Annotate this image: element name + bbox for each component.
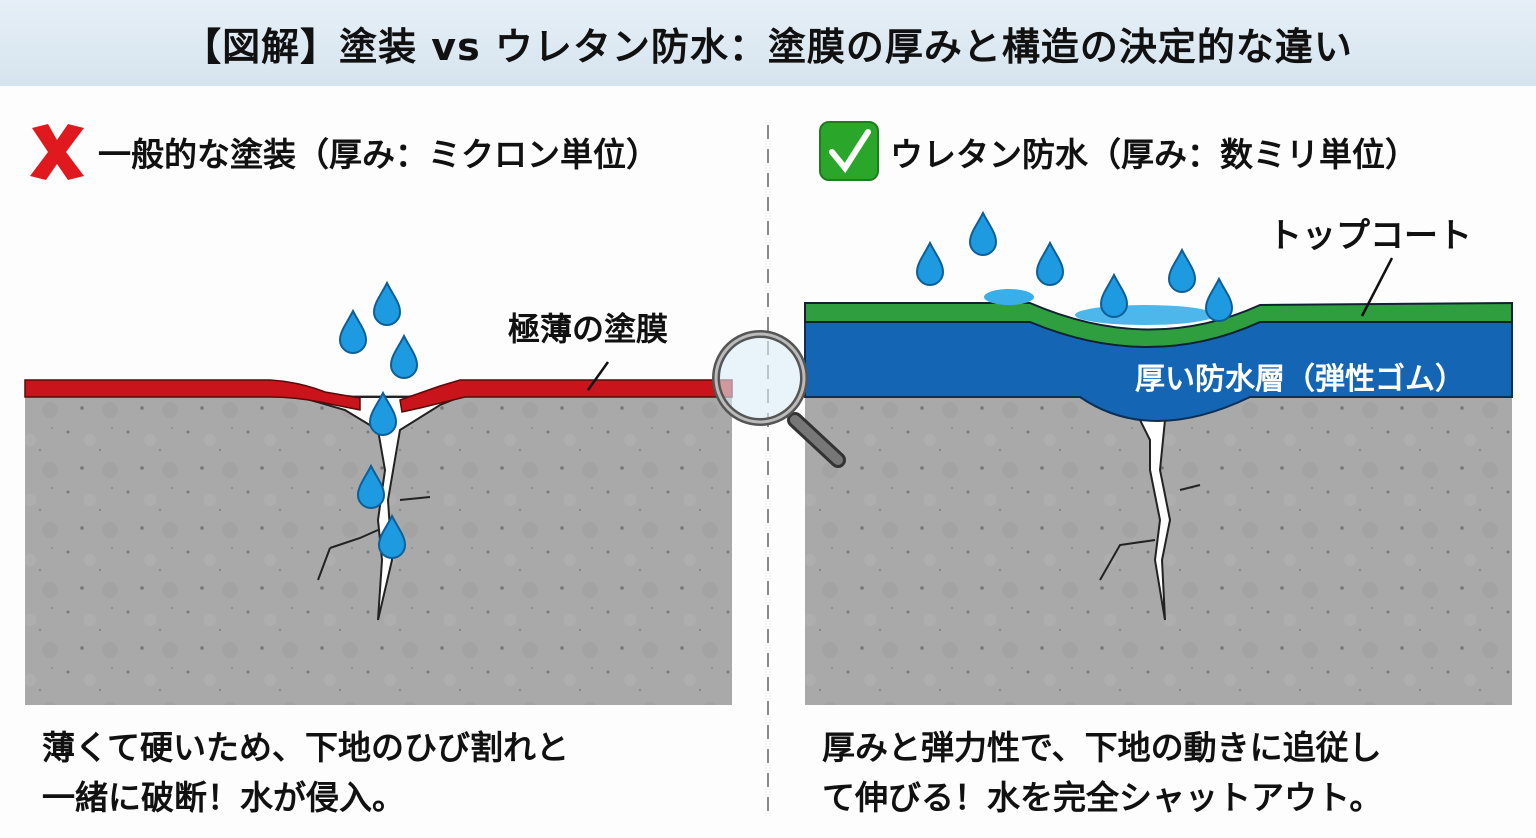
right-heading: ウレタン防水（厚み：数ミリ単位） bbox=[890, 135, 1418, 174]
title-band bbox=[0, 0, 1536, 86]
page-title: 【図解】塗装 vs ウレタン防水：塗膜の厚みと構造の決定的な違い bbox=[183, 25, 1353, 69]
thin-film-label: 極薄の塗膜 bbox=[508, 310, 669, 348]
left-caption-line-1: 薄くて硬いため、下地のひび割れと bbox=[42, 728, 570, 767]
right-caption: 厚みと弾力性で、下地の動きに追従し て伸びる！水を完全シャットアウト。 bbox=[822, 723, 1382, 823]
right-caption-line-2: て伸びる！水を完全シャットアウト。 bbox=[822, 778, 1383, 817]
thin-film-left bbox=[24, 379, 361, 411]
cross-mark-icon bbox=[30, 124, 84, 180]
topcoat-leader-line bbox=[1360, 257, 1394, 317]
right-caption-line-1: 厚みと弾力性で、下地の動きに追従し bbox=[822, 728, 1382, 767]
topcoat-layer bbox=[804, 301, 1513, 348]
left-caption: 薄くて硬いため、下地のひび割れと 一緒に破断！水が侵入。 bbox=[42, 723, 569, 823]
right-crack bbox=[1138, 419, 1172, 621]
topcoat-label: トップコート bbox=[1268, 216, 1472, 256]
magnifier-icon bbox=[712, 330, 846, 468]
left-heading: 一般的な塗装（厚み：ミクロン単位） bbox=[98, 135, 659, 174]
puddle bbox=[984, 289, 1034, 305]
left-caption-line-2: 一緒に破断！水が侵入。 bbox=[42, 778, 405, 817]
film-leader-line bbox=[586, 361, 610, 391]
waterproof-layer-label: 厚い防水層（弾性ゴム） bbox=[1135, 362, 1465, 397]
puddle bbox=[1075, 305, 1215, 325]
check-mark-icon bbox=[819, 121, 879, 181]
left-concrete bbox=[25, 395, 732, 705]
